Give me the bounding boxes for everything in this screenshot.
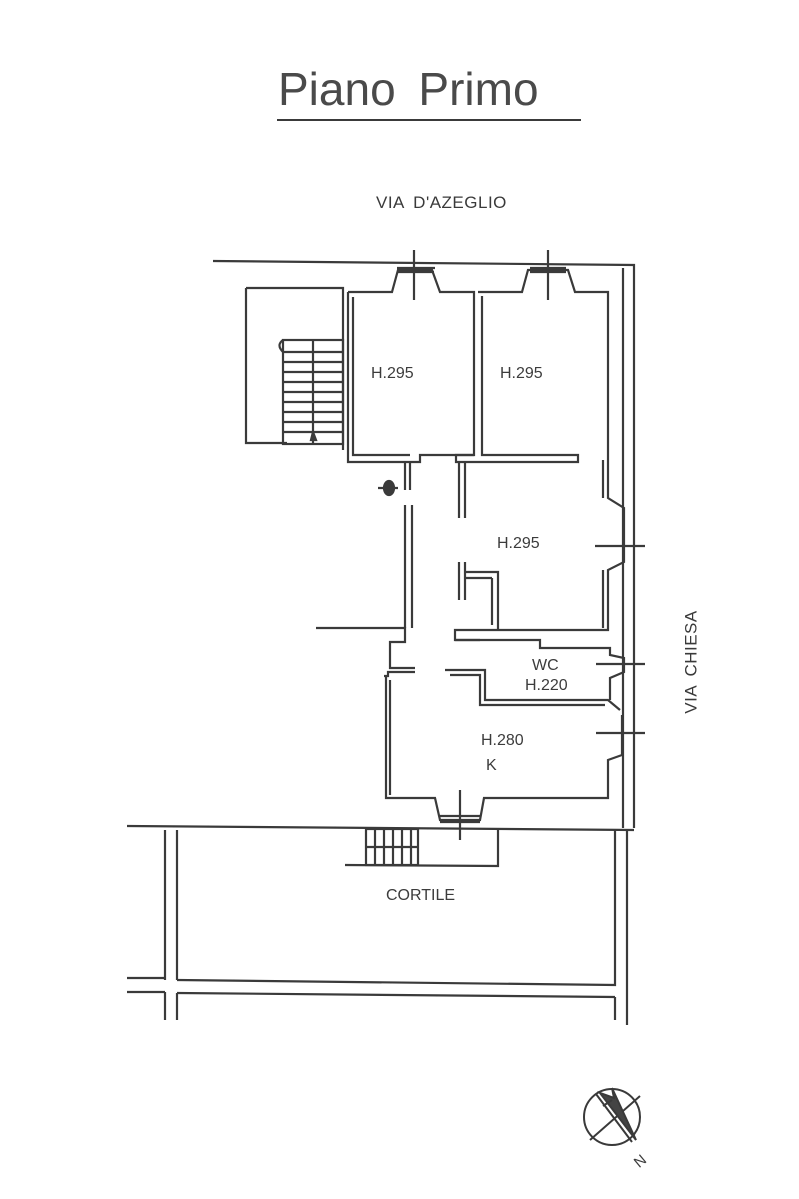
title-underline bbox=[277, 119, 581, 121]
room-label-3: H.295 bbox=[497, 535, 540, 552]
wc-height-label: H.220 bbox=[525, 677, 568, 694]
kitchen-label: K bbox=[486, 757, 497, 774]
street-label-top: VIA D'AZEGLIO bbox=[376, 193, 507, 212]
courtyard-label: CORTILE bbox=[386, 887, 456, 904]
wc-label: WC bbox=[532, 657, 559, 674]
room-label-1: H.295 bbox=[371, 365, 414, 382]
kitchen-height-label: H.280 bbox=[481, 732, 524, 749]
plan-title: Piano Primo bbox=[278, 63, 539, 115]
room-label-2: H.295 bbox=[500, 365, 543, 382]
north-arrow-icon bbox=[583, 1087, 641, 1146]
